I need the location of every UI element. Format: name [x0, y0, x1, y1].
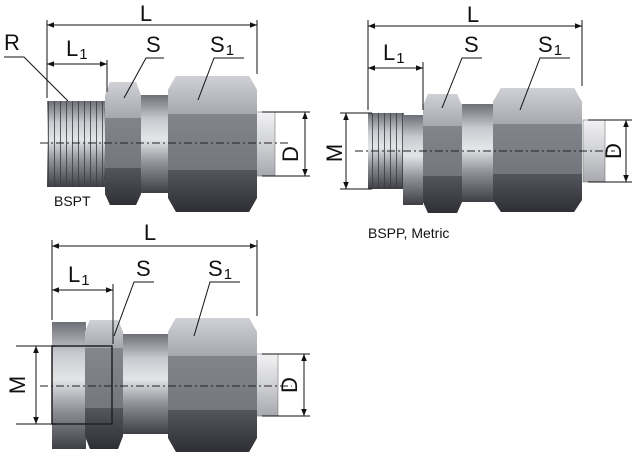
fitting-bspt-body: [47, 76, 276, 212]
fitting-female-S1-label: S1: [208, 256, 232, 283]
fitting-bspp-L-label: L: [467, 2, 479, 27]
fitting-female-D-label: D: [277, 377, 302, 393]
fitting-bspp-L1-label: L1: [383, 40, 405, 67]
fitting-bspt: L L1 R S S1 D BSPT: [4, 1, 310, 212]
fitting-bspt-caption: BSPT: [54, 193, 91, 209]
fitting-bspt-R-label: R: [4, 30, 20, 55]
fitting-bspp-metric: L L1 S S1 M D BSPP, Metric: [322, 2, 632, 241]
fitting-female-S1-leader: [193, 281, 240, 337]
fitting-female-L-label: L: [144, 220, 156, 245]
fitting-bspt-L1-label: L1: [66, 36, 88, 63]
fitting-female-S-label: S: [136, 256, 151, 281]
fitting-bspp-S-label: S: [464, 32, 479, 57]
fitting-bspp-S1-leader: [519, 57, 570, 111]
fitting-bspp-M-label: M: [322, 144, 347, 162]
fitting-bspt-S-leader: [123, 57, 164, 99]
fitting-female-M-label: M: [5, 376, 30, 394]
fitting-bspp-caption: BSPP, Metric: [368, 225, 449, 241]
fitting-bspt-R-leader: [4, 56, 69, 102]
fitting-female: L L1 S S1 M D: [5, 220, 310, 452]
fitting-female-L1-label: L1: [68, 262, 90, 289]
fitting-female-S-leader: [113, 281, 154, 337]
fitting-female-body: [51, 318, 279, 452]
fitting-bspt-S1-leader: [197, 57, 244, 101]
fitting-bspt-D-label: D: [278, 146, 303, 162]
fitting-bspp-S1-label: S1: [538, 32, 562, 59]
fitting-bspp-S-leader: [441, 57, 482, 109]
fitting-bspt-S1-label: S1: [210, 32, 234, 59]
fitting-bspt-L-label: L: [140, 1, 152, 26]
fitting-bspt-S-label: S: [146, 32, 161, 57]
fitting-bspp-D-label: D: [601, 143, 626, 159]
fitting-bspp-body: [368, 88, 606, 213]
